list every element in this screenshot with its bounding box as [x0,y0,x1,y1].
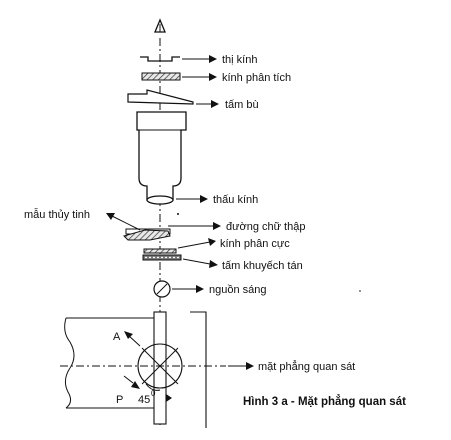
observation-plane-view [60,311,226,428]
polarizer-plate [143,248,177,254]
microscope-tube [136,111,187,201]
label-crystal-sample: mẫu thủy tinh [24,208,90,221]
eyepiece-symbol [140,56,180,62]
label-diffuser: tấm khuyếch tán [222,260,303,272]
light-direction-arrow-icon [154,18,166,33]
label-polarizer-direction: P [116,394,123,406]
label-compensator: tấm bù [225,99,259,111]
label-observation-plane: mặt phẳng quan sát [258,360,355,373]
compensator-plate [127,89,194,105]
analyzer-plate [141,72,181,81]
angle-value: 45 [138,394,150,406]
label-eyepiece: thị kính [222,54,257,66]
figure-caption: Hình 3 a - Mặt phẳng quan sát [243,395,406,408]
crystal-sample [123,229,171,241]
angle-degree-mark: 0 [151,389,156,398]
label-objective: thấu kính [213,194,258,206]
objective-lens [146,195,174,205]
label-analyzer-direction: A [113,331,121,343]
label-analyzer: kính phân tích [222,72,291,84]
label-crosshair: đường chữ thập [226,221,305,233]
label-light-source: nguồn sáng [209,284,267,296]
label-polarizer: kính phân cực [220,238,290,250]
